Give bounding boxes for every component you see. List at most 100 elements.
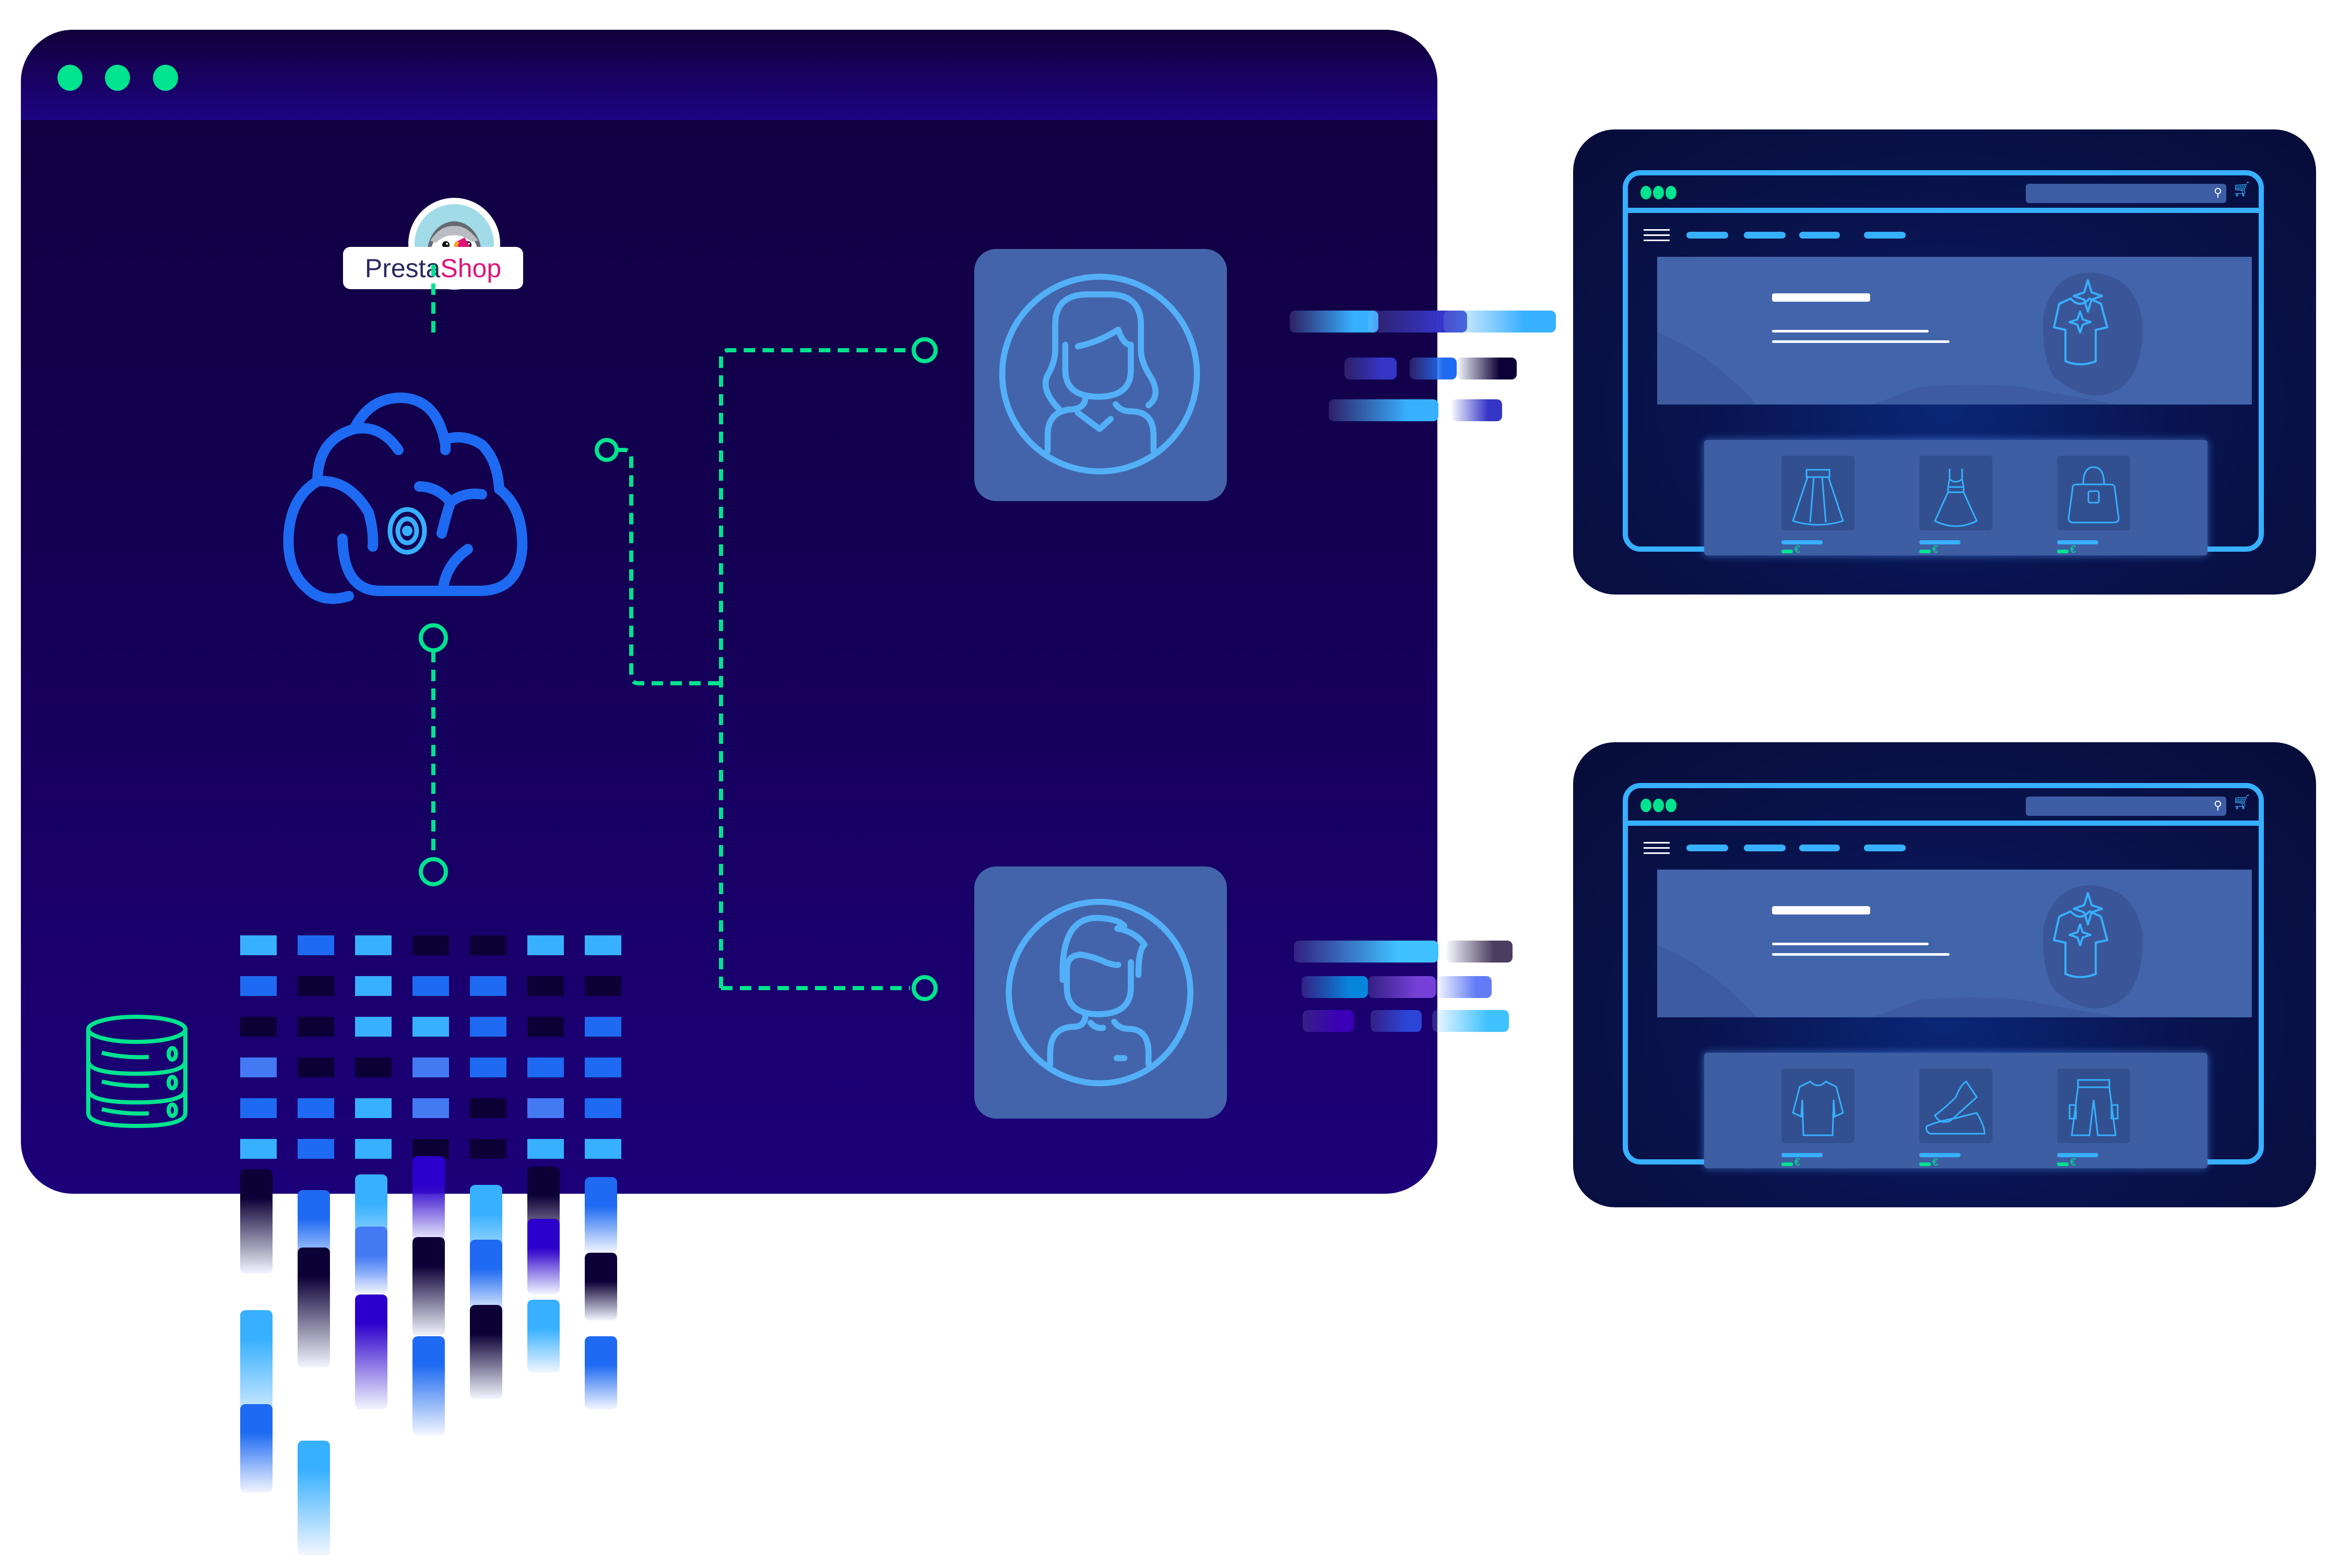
product-card[interactable]: €: [2057, 1068, 2130, 1186]
data-stream-block: [585, 1336, 617, 1409]
sparkle-shirt-icon: [2053, 279, 2108, 365]
product-title-placeholder: [1919, 1153, 1961, 1157]
data-stream-block: [1444, 311, 1556, 332]
hamburger-menu-icon[interactable]: [1644, 240, 1670, 241]
data-stream-block: [412, 1156, 445, 1242]
user-card-female[interactable]: [974, 249, 1227, 501]
nav-item[interactable]: [1864, 845, 1906, 851]
window-control-dot[interactable]: [153, 65, 178, 91]
data-grid-cell: [585, 935, 621, 955]
data-grid-cell: [298, 976, 334, 996]
currency-symbol: €: [1932, 544, 1939, 555]
hamburger-menu-icon[interactable]: [1644, 229, 1670, 231]
nav-item[interactable]: [1799, 845, 1840, 851]
hero-wave: [1657, 272, 2252, 405]
handbag-icon: [2057, 456, 2130, 530]
nav-item[interactable]: [1686, 845, 1728, 851]
hero-text-placeholder: [1772, 340, 1950, 343]
window-control-dot[interactable]: [105, 65, 130, 91]
hero-banner: 🛒︎: [1657, 870, 2252, 1017]
hamburger-menu-icon[interactable]: [1644, 234, 1670, 236]
data-stream-block: [1436, 976, 1492, 998]
data-stream-block: [240, 1169, 273, 1274]
skirt-icon: [1781, 456, 1855, 530]
data-grid-cell: [527, 976, 564, 996]
data-grid-cell: [298, 1058, 334, 1077]
connector-layer: [86, 265, 938, 1129]
currency-symbol: €: [1932, 1157, 1939, 1168]
database-icon: [86, 1015, 187, 1129]
product-title-placeholder: [1781, 540, 1823, 544]
product-card[interactable]: €: [1919, 1068, 1992, 1186]
data-grid-cell: [470, 1139, 506, 1159]
brand-name-part1: Presta: [364, 253, 441, 283]
data-stream-block: [470, 1305, 502, 1399]
data-grid-cell: [412, 1058, 449, 1077]
window-control-dot[interactable]: [1653, 186, 1664, 199]
data-grid-cell: [527, 1098, 564, 1118]
product-price-placeholder: [1919, 550, 1931, 553]
user-card-male[interactable]: [974, 866, 1227, 1119]
window-control-dot[interactable]: [1640, 799, 1651, 812]
cart-icon[interactable]: 🛒︎: [2233, 181, 2251, 197]
data-grid-cell: [298, 1017, 334, 1037]
cloud-target-icon: [283, 392, 528, 604]
data-stream-block: [298, 1248, 330, 1368]
hamburger-menu-icon[interactable]: [1644, 847, 1670, 849]
product-title-placeholder: [2057, 1153, 2098, 1157]
data-grid-cell: [585, 1098, 621, 1118]
product-card[interactable]: €: [1919, 456, 1992, 574]
browser-frame: ⚲ 🛒︎: [1623, 170, 2264, 555]
product-list: € € €: [1704, 440, 2207, 555]
connector-node[interactable]: [419, 337, 938, 1001]
hamburger-menu-icon[interactable]: [1644, 842, 1670, 844]
data-stream-block: [1457, 358, 1517, 379]
nav-item[interactable]: [1864, 232, 1906, 239]
search-input[interactable]: ⚲: [2026, 184, 2226, 203]
window-control-dot[interactable]: [1666, 799, 1676, 812]
product-card[interactable]: €: [2057, 456, 2130, 574]
product-price-placeholder: [1781, 1162, 1793, 1166]
product-card[interactable]: €: [1781, 1068, 1855, 1186]
data-stream-block: [1410, 358, 1457, 379]
sneakers-icon: [1919, 1068, 1992, 1143]
data-grid-cell: [585, 1017, 621, 1037]
data-stream-block: [1344, 358, 1397, 379]
hamburger-menu-icon[interactable]: [1644, 852, 1670, 854]
data-grid-cell: [355, 935, 392, 955]
data-grid-cell: [240, 1058, 277, 1077]
product-price-placeholder: [1919, 1162, 1931, 1166]
nav-item[interactable]: [1744, 232, 1786, 239]
target-icon: [387, 507, 427, 555]
nav-item[interactable]: [1799, 232, 1840, 239]
search-input[interactable]: ⚲: [2026, 797, 2226, 816]
data-stream-block: [527, 1300, 560, 1373]
window-control-dot[interactable]: [57, 65, 82, 91]
data-stream-block: [412, 1237, 445, 1336]
currency-symbol: €: [2070, 1157, 2076, 1168]
nav-item[interactable]: [1686, 232, 1728, 239]
hero-text-placeholder: [1772, 943, 1929, 945]
data-stream-block: [585, 1177, 617, 1253]
data-stream-block: [470, 1240, 502, 1315]
search-icon[interactable]: ⚲: [2213, 799, 2222, 812]
product-price-placeholder: [1781, 550, 1793, 553]
window-control-dot[interactable]: [1640, 186, 1651, 199]
data-grid-cell: [240, 1017, 277, 1037]
sparkle-shirt-icon: [2053, 892, 2108, 978]
product-card[interactable]: €: [1781, 456, 1855, 574]
product-price-placeholder: [2057, 550, 2069, 553]
browser-frame: ⚲ 🛒︎: [1623, 783, 2264, 1168]
search-icon[interactable]: ⚲: [2213, 186, 2222, 199]
data-grid-cell: [470, 976, 506, 996]
data-grid-cell: [527, 1017, 564, 1037]
data-grid-cell: [527, 1058, 564, 1077]
data-grid-cell: [240, 1139, 277, 1159]
nav-item[interactable]: [1744, 845, 1786, 851]
cart-icon[interactable]: 🛒︎: [2233, 794, 2251, 810]
window-control-dot[interactable]: [1653, 799, 1664, 812]
window-control-dot[interactable]: [1666, 186, 1676, 199]
data-stream-block: [1371, 1010, 1422, 1032]
currency-symbol: €: [1794, 1157, 1801, 1168]
